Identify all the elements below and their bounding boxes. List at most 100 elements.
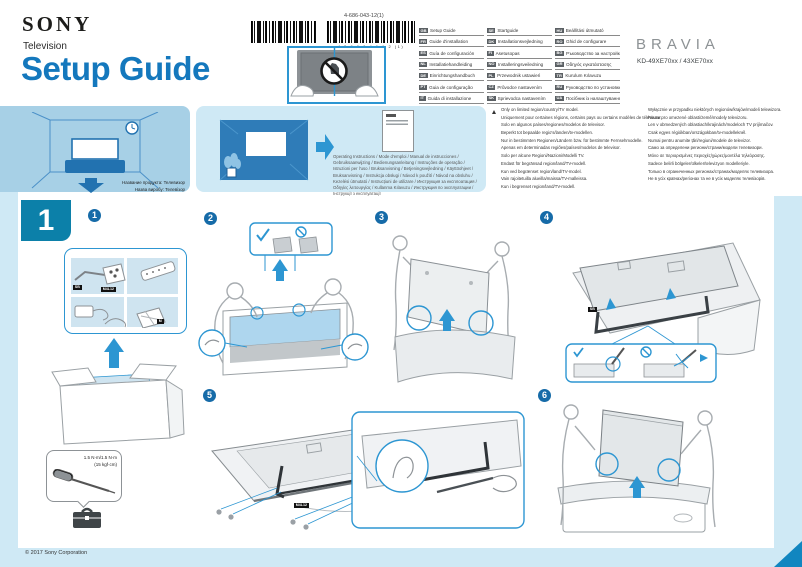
screw-leader-lines — [220, 487, 360, 525]
note-line: Vain rajoitetuilla alueilla/maissa/TV-ma… — [501, 176, 588, 182]
no-icon — [295, 226, 307, 238]
step6-illustration — [557, 404, 716, 533]
note-line: Само за определени региони/страни/модели… — [648, 145, 763, 151]
hand-detail-circle — [406, 305, 432, 331]
language-code: HU — [555, 27, 564, 34]
stand-bar — [594, 295, 710, 334]
checkmark-icon — [573, 347, 584, 358]
note-line: Wyłącznie w przypadku niektórych regionó… — [648, 107, 782, 112]
plant-icon — [224, 153, 241, 178]
clock-icon — [125, 121, 139, 135]
language-label: Ръководство за настройка — [566, 50, 620, 56]
arrow-right-icon — [316, 134, 334, 160]
language-label: Installationsvejledning — [497, 39, 543, 45]
product-type-label: Television — [23, 41, 67, 52]
step3-illustration — [392, 235, 516, 383]
screw-bag-icon — [102, 263, 126, 285]
room-with-tv-illustration — [31, 112, 159, 189]
note-line: Kun i begrenset region/land/TV-modell. — [501, 183, 576, 189]
wall-tv-room-illustration — [219, 119, 309, 181]
stand-bar-label: SB — [588, 306, 597, 313]
hand-detail-circle — [468, 310, 494, 336]
step-badge-1: 1 — [88, 209, 101, 222]
language-code: SE — [487, 27, 496, 34]
tv-panel — [598, 409, 684, 487]
hand-icon — [392, 456, 414, 479]
step2-illustration — [198, 222, 369, 376]
note-line: Pouze pro omezené oblasti/země/modely te… — [648, 114, 748, 120]
no-press-illustration — [290, 48, 379, 97]
accessories-box: SB M4L12 M — [64, 248, 187, 334]
room-panel-tv-on-stand — [0, 106, 190, 193]
grip-hint-inset — [249, 222, 333, 256]
cloth-table — [394, 329, 516, 383]
language-label: Ghid de configurare — [566, 39, 607, 45]
caption-line-ru: Название продукта: Телевизор — [122, 180, 185, 185]
language-label: Startguide — [497, 28, 519, 34]
language-code: RU — [555, 84, 564, 90]
stand-bar-label: SB — [73, 284, 82, 291]
section-number: 1 — [21, 200, 71, 241]
step-badge-4: 4 — [540, 211, 553, 224]
accessories-illustration — [74, 261, 176, 328]
torque-alt: (15 kgf·cm) — [94, 461, 117, 467]
prohibition-icon — [320, 57, 348, 85]
note-marker-icon — [492, 110, 496, 114]
arrow-icon — [666, 288, 676, 300]
step-badge-5: 5 — [203, 389, 216, 402]
hand-detail-circle — [198, 329, 248, 357]
note-line: Apenas em determinadas regiões/países/mo… — [501, 145, 621, 151]
language-label: Guida di installazione — [427, 95, 472, 101]
step-badge-2: 2 — [204, 212, 217, 225]
page-frame-left — [0, 192, 18, 567]
arrow-up-icon — [629, 476, 645, 498]
language-label: Посібник із налаштування — [565, 95, 620, 101]
no-icon — [640, 346, 652, 358]
tv-cabinet — [65, 160, 125, 173]
hand-icon — [355, 85, 379, 97]
bag-label: M — [157, 318, 164, 325]
arrow-icon — [700, 354, 708, 362]
language-label: Kurulum Kılavuzu — [565, 73, 602, 79]
carton-box-illustration — [51, 338, 185, 445]
bravia-logo: BRAVIA — [636, 36, 720, 53]
note-line: Beperkt tot bepaalde regio's/landen/tv-m… — [501, 130, 594, 136]
step-badge-3: 3 — [375, 211, 388, 224]
note-line: Solo en algunos países/regiones/modelos … — [501, 122, 605, 128]
arrow-up-icon — [104, 338, 124, 368]
language-code: PT — [419, 84, 428, 90]
person-left — [560, 404, 596, 526]
checkmark-icon — [256, 228, 270, 242]
barcode-icon — [251, 21, 317, 43]
note-line: Sadece belirli bölgeler/ülkeler/televizy… — [648, 160, 750, 166]
language-code: FI — [487, 50, 494, 56]
note-line: Kun ved begrænset region/land/TV-model. — [501, 168, 582, 174]
language-code: GR — [555, 61, 564, 67]
note-line: Only on limited region/country/TV model. — [501, 107, 579, 112]
language-code: SK — [487, 95, 496, 101]
screws — [216, 509, 309, 530]
screwing-detail-inset — [351, 411, 525, 529]
arrow-down-icon — [78, 178, 104, 193]
step4-illustration — [565, 242, 761, 383]
language-code: DK — [487, 38, 496, 45]
note-line: Solo per alcune Regioni/Nazioni/Modelli … — [501, 153, 585, 159]
language-label: Руководство по установке — [565, 84, 620, 90]
tv-screen — [71, 138, 119, 160]
caption-line-ua: Назва виробу: Телевізор — [134, 186, 185, 192]
angle-hint-inset — [565, 343, 717, 383]
remote-icon — [140, 261, 176, 281]
barcode-icon — [327, 21, 415, 43]
copyright: © 2017 Sony Corporation — [25, 550, 88, 556]
